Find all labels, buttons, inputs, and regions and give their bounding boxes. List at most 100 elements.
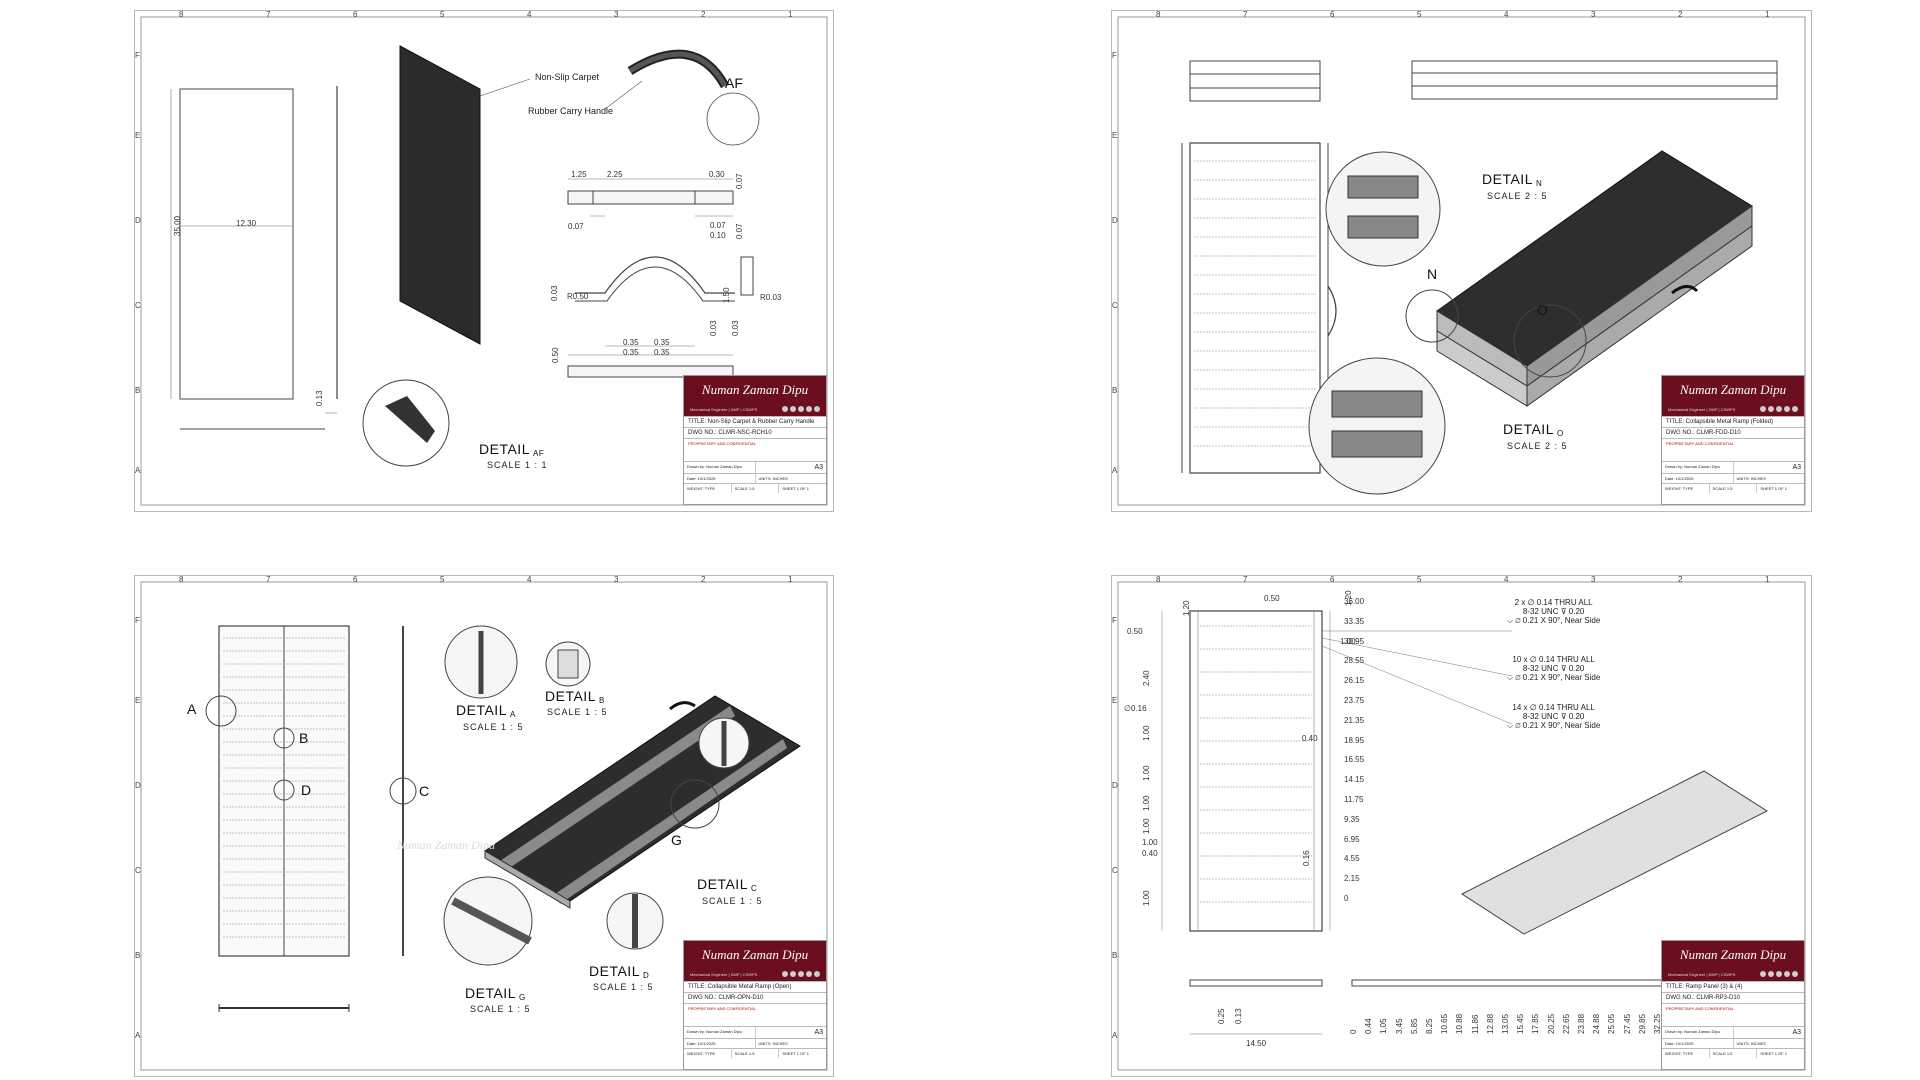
units: UNITS: INCHES [1736, 476, 1766, 481]
zone-col-5: 5 [1417, 575, 1422, 584]
title-block-brand: Numan Zaman Dipu Mechanical Engineer | D… [684, 376, 826, 416]
zone-col-5: 5 [1417, 10, 1422, 19]
detail-af-scale: SCALE 1 : 1 [487, 460, 548, 470]
title-block-meta-3: WEIGHT: TYPE SCALE 1:5 SHEET 1 OF 1 [1662, 1048, 1804, 1058]
zone-row-a: A [135, 1031, 141, 1040]
ordinate-bottom-label: 29.85 [1637, 1013, 1647, 1034]
hole-note-3-line-1: 14 x ∅ 0.14 THRU ALL [1512, 703, 1595, 712]
author-name: Numan Zaman Dipu [1679, 947, 1787, 962]
units: UNITS: INCHES [758, 476, 788, 481]
ordinate-bottom-label: 0.44 [1364, 1018, 1374, 1034]
scale: SCALE 1:5 [1710, 484, 1758, 493]
date: Date: 10/1/2025 [684, 1039, 756, 1048]
ordinate-right-label: 0 [1344, 894, 1349, 903]
dim-bottom-0-13: 0.13 [1234, 1008, 1243, 1024]
units: UNITS: INCHES [1736, 1041, 1766, 1046]
drawing-sheet-ramp-open: 8 7 6 5 4 3 2 1 F E D C B A A B C D G DE… [134, 575, 834, 1077]
hole-note-1-line-1: 2 x ∅ 0.14 THRU ALL [1514, 598, 1593, 607]
sheet-size: A3 [1792, 464, 1801, 471]
dim-r0-50: R0.50 [567, 292, 589, 301]
zone-row-a: A [1112, 1031, 1118, 1040]
ordinate-bottom-label: 24.88 [1592, 1013, 1602, 1034]
zone-row-f: F [1112, 51, 1117, 60]
zone-row-b: B [135, 386, 141, 395]
dim-0-07-left: 0.07 [568, 222, 584, 231]
ordinate-right-label: 26.15 [1344, 676, 1365, 686]
ordinate-right-label: 18.95 [1344, 735, 1365, 745]
zone-row-b: B [1112, 951, 1118, 960]
zone-row-c: C [135, 301, 141, 310]
dim-bottom-14-50: 14.50 [1246, 1039, 1267, 1048]
ordinate-right-label: 4.55 [1344, 854, 1360, 864]
scale: SCALE 1:5 [732, 484, 780, 493]
drawn-by: Drawn by: Numan Zaman Dipu [1662, 1027, 1734, 1038]
title-block-meta: Drawn by: Numan Zaman Dipu A3 [1662, 1026, 1804, 1038]
drawing-sheet-carpet-handle: 8 7 6 5 4 3 2 1 F E D C B A Non-Slip Car… [134, 10, 834, 512]
ordinate-bottom-label: 10.65 [1440, 1013, 1450, 1034]
drawing-number: DWG NO.: CLMR-NSC-RCH10 [684, 427, 826, 438]
dim-0-35-a: 0.35 [623, 338, 639, 347]
dim-left-1-00-e: 1.00 [1142, 890, 1151, 906]
zone-col-4: 4 [527, 10, 532, 19]
zone-col-1: 1 [1765, 10, 1770, 19]
dim-0-40-left: 0.40 [1142, 849, 1158, 858]
ordinate-bottom-label: 23.88 [1577, 1013, 1586, 1034]
drawn-by: Drawn by: Numan Zaman Dipu [684, 462, 756, 473]
dim-width: 12.30 [236, 219, 257, 228]
zone-col-7: 7 [1243, 10, 1248, 19]
confidential-notice: PROPRIETARY AND CONFIDENTIAL [684, 1003, 826, 1026]
dim-0-07-top: 0.07 [735, 173, 744, 189]
label-non-slip-carpet: Non-Slip Carpet [535, 72, 600, 82]
ordinate-bottom-label: 15.45 [1516, 1013, 1526, 1034]
date: Date: 10/1/2025 [1662, 1039, 1734, 1048]
ordinate-right-label: 6.95 [1344, 834, 1360, 844]
title-block-meta-2: Date: 10/1/2025 UNITS: INCHES [1662, 473, 1804, 483]
date: Date: 10/1/2025 [1662, 474, 1734, 483]
drawing-title: TITLE: Collapsible Metal Ramp (Open) [684, 981, 826, 992]
ordinate-right-label: 2.15 [1344, 874, 1360, 884]
dim-0-03-b: 0.03 [709, 320, 718, 336]
zone-row-d: D [135, 781, 141, 790]
zone-col-7: 7 [1243, 575, 1248, 584]
zone-row-c: C [1112, 866, 1118, 875]
detail-g-scale: SCALE 1 : 5 [470, 1004, 531, 1014]
weight: WEIGHT: TYPE [1662, 484, 1710, 493]
watermark: Numan Zaman Dipu [397, 838, 496, 852]
units: UNITS: INCHES [758, 1041, 788, 1046]
dim-dia-0-16: ∅0.16 [1124, 704, 1147, 713]
dim-1-25: 1.25 [571, 170, 587, 179]
drawing-title: TITLE: Collapsible Metal Ramp (Folded) [1662, 416, 1804, 427]
dim-height: 35.00 [173, 215, 182, 236]
zone-col-2: 2 [1678, 575, 1683, 584]
title-block-meta: Drawn by: Numan Zaman Dipu A3 [684, 1026, 826, 1038]
title-block: Numan Zaman Dipu Mechanical Engineer | D… [1661, 375, 1805, 505]
ordinate-bottom-label: 27.45 [1622, 1013, 1632, 1034]
dim-0-10: 0.10 [710, 231, 726, 240]
zone-row-e: E [1112, 131, 1118, 140]
ordinate-right-label: 9.35 [1344, 814, 1360, 824]
date: Date: 10/1/2025 [684, 474, 756, 483]
zone-col-4: 4 [1504, 575, 1509, 584]
title-block-brand: Numan Zaman Dipu Mechanical Engineer | D… [684, 941, 826, 981]
ordinate-bottom-label: 22.65 [1561, 1013, 1571, 1034]
hole-note-3-line-3: ⌵ ∅ 0.21 X 90°, Near Side [1507, 721, 1601, 730]
ordinate-bottom-label: 11.86 [1470, 1014, 1480, 1034]
zone-row-b: B [1112, 386, 1118, 395]
detail-d-scale: SCALE 1 : 5 [593, 982, 654, 992]
ordinate-bottom-label: 1.05 [1379, 1018, 1389, 1034]
author-name: Numan Zaman Dipu [701, 382, 809, 397]
ordinate-right-label: 14.15 [1344, 775, 1365, 785]
zone-col-3: 3 [614, 575, 619, 584]
title-block-meta-3: WEIGHT: TYPE SCALE 1:5 SHEET 1 OF 1 [1662, 483, 1804, 493]
sheet-size: A3 [814, 464, 823, 471]
title-block-meta-2: Date: 10/1/2025 UNITS: INCHES [1662, 1038, 1804, 1048]
author-role: Mechanical Engineer | DMP | CSWPS [1668, 407, 1736, 412]
zone-row-e: E [135, 696, 141, 705]
hole-note-1: 2 x ∅ 0.14 THRU ALL 8-32 UNC ⊽ 0.20 ⌵ ∅ … [1507, 598, 1600, 626]
detail-o-scale: SCALE 2 : 5 [1507, 441, 1568, 451]
drawing-title: TITLE: Non-Slip Carpet & Rubber Carry Ha… [684, 416, 826, 427]
zone-col-8: 8 [1156, 575, 1161, 584]
